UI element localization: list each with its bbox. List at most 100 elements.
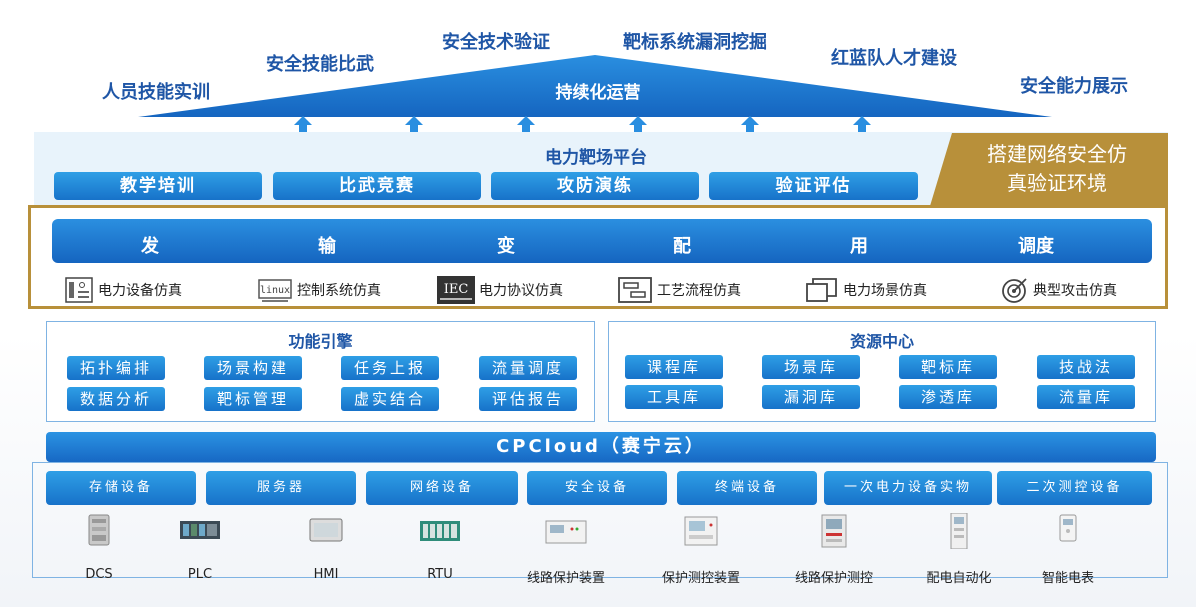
engine-button[interactable]: 虚实结合 [341,387,439,411]
roof-label: 安全能力展示 [1020,76,1128,97]
device-category-button[interactable]: 一次电力设备实物 [824,471,992,505]
device-label: 配电自动化 [926,571,992,586]
hmi-device-icon [309,518,343,542]
roof-label: 安全技能比武 [266,54,374,75]
infrastructure-panel [32,462,1168,578]
plc-device-icon [180,521,220,539]
sim-item-process: 工艺流程仿真 [617,276,741,304]
device-item: HMI [266,513,386,582]
linux-icon: linux [258,279,292,302]
platform-button-evaluation[interactable]: 验证评估 [709,172,918,200]
resource-button[interactable]: 课程库 [625,355,723,379]
power-chain-label: 配 [673,236,691,257]
sim-item-scene: 电力场景仿真 [805,276,927,304]
power-chain-label: 调度 [1018,236,1054,257]
up-arrow-icon [517,116,535,138]
gold-banner-line: 真验证环境 [1007,171,1107,195]
engine-button[interactable]: 场景构建 [204,356,302,380]
power-chain-label: 变 [497,236,515,257]
sim-item-control: linux 控制系统仿真 [257,276,381,304]
device-category-button[interactable]: 终端设备 [677,471,817,505]
device-item: RTU [380,513,500,582]
device-item: PLC [140,513,260,582]
cpcloud-bar[interactable]: CPCloud（赛宁云） [46,432,1156,462]
protection-control-icon [684,516,718,546]
engine-button[interactable]: 拓扑编排 [67,356,165,380]
platform-button-competition[interactable]: 比武竞赛 [273,172,481,200]
resource-button[interactable]: 技战法 [1037,355,1135,379]
device-label: PLC [187,567,213,582]
device-category-button[interactable]: 二次测控设备 [997,471,1152,505]
device-label: HMI [313,567,339,582]
sim-item-label: 电力协议仿真 [479,283,563,299]
device-panel-icon [65,277,93,303]
sim-item-attack: 典型攻击仿真 [999,276,1117,304]
power-chain-label: 输 [318,236,336,257]
roof-label: 安全技术验证 [442,32,550,53]
power-chain-label: 用 [850,236,868,257]
device-item: 配电自动化 [899,512,1019,586]
line-protection-control-icon [821,514,847,548]
device-label: 线路保护测控 [794,571,873,586]
engine-button[interactable]: 靶标管理 [204,387,302,411]
sim-item-label: 典型攻击仿真 [1033,283,1117,299]
power-chain-bar [52,219,1152,263]
engine-button[interactable]: 任务上报 [341,356,439,380]
platform-button-attack-defense[interactable]: 攻防演练 [491,172,699,200]
platform-title: 电力靶场平台 [545,148,647,168]
resource-button[interactable]: 漏洞库 [762,385,860,409]
process-flow-icon [618,277,652,303]
rtu-device-icon [420,521,460,541]
gold-banner [930,133,1168,206]
scene-windows-icon [806,278,837,302]
resource-center-title: 资源中心 [849,332,914,351]
up-arrow-icon [405,116,423,138]
device-category-button[interactable]: 安全设备 [527,471,667,505]
up-arrow-icon [294,116,312,138]
target-attack-icon [1002,278,1027,303]
iec-icon: IEC [437,276,475,304]
linux-text: linux [260,285,290,296]
engine-button[interactable]: 数据分析 [67,387,165,411]
sim-item-protocol: IEC 电力协议仿真 [437,276,563,304]
power-chain-label: 发 [141,236,159,257]
roof-triangle [138,55,1052,117]
device-label: RTU [427,567,453,582]
device-category-button[interactable]: 服务器 [206,471,356,505]
function-engine-title: 功能引擎 [288,332,353,351]
device-item: 线路保护测控 [774,513,894,586]
sim-item-label: 工艺流程仿真 [657,283,741,299]
device-item: DCS [39,513,159,582]
device-item: 智能电表 [1008,513,1128,586]
roof-label: 人员技能实训 [102,82,210,103]
platform-button-teaching[interactable]: 教学培训 [54,172,262,200]
roof-label: 靶标系统漏洞挖掘 [623,32,767,53]
engine-button[interactable]: 流量调度 [479,356,577,380]
sim-item-device: 电力设备仿真 [64,276,182,304]
device-item: 线路保护装置 [506,513,626,586]
device-category-button[interactable]: 网络设备 [366,471,518,505]
smart-meter-icon [1059,514,1077,542]
resource-button[interactable]: 流量库 [1037,385,1135,409]
distribution-automation-icon [950,512,968,550]
up-arrow-icon [853,116,871,138]
device-label: 线路保护装置 [526,571,605,586]
device-category-button[interactable]: 存储设备 [46,471,196,505]
resource-button[interactable]: 场景库 [762,355,860,379]
device-label: 保护测控装置 [661,571,740,586]
roof-center-label: 持续化运营 [555,83,641,103]
roof-label: 红蓝队人才建设 [831,48,957,69]
gold-banner-text: 搭建网络安全仿 真验证环境 [953,140,1161,198]
iec-text: IEC [444,282,469,297]
resource-button[interactable]: 工具库 [625,385,723,409]
resource-button[interactable]: 靶标库 [899,355,997,379]
up-arrow-icon [741,116,759,138]
up-arrow-icon [629,116,647,138]
dcs-device-icon [88,514,110,546]
gold-banner-line: 搭建网络安全仿 [987,142,1127,166]
engine-button[interactable]: 评估报告 [479,387,577,411]
line-protection-icon [545,520,587,544]
resource-button[interactable]: 渗透库 [899,385,997,409]
device-item: 保护测控装置 [641,513,761,586]
sim-item-label: 控制系统仿真 [297,283,381,299]
